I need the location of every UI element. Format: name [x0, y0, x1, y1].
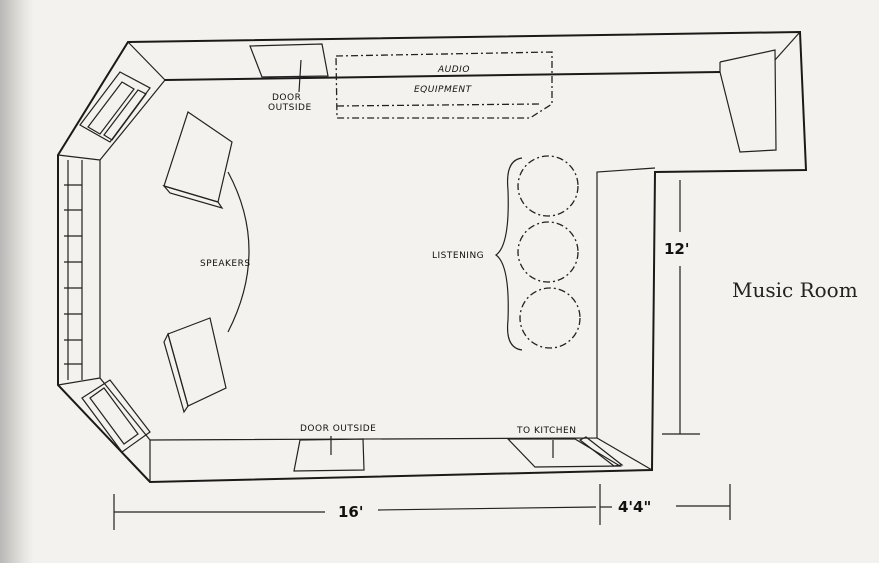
inner-wall — [164, 71, 721, 81]
door-bottom-label: DOOR OUTSIDE — [300, 424, 376, 434]
speaker-arc — [227, 171, 250, 333]
scan-edge — [0, 0, 34, 563]
dimension-12-label: 12' — [664, 240, 689, 258]
dimension-16-label: 16' — [338, 503, 363, 521]
dimension-12ft — [662, 180, 700, 435]
diagram-title: Music Room — [732, 278, 858, 302]
seat-3 — [519, 287, 581, 349]
listening-label: LISTENING — [432, 251, 484, 261]
window-bottom-left — [81, 379, 151, 453]
dimension-16ft — [113, 484, 601, 530]
door-top — [249, 43, 329, 78]
seat-2 — [517, 221, 579, 283]
inner-wall-left — [99, 79, 656, 441]
seat-1 — [517, 155, 579, 217]
listening-brace — [494, 157, 523, 351]
audio-label: AUDIO — [437, 65, 470, 75]
window-top-left — [79, 71, 151, 143]
speakers-label: SPEAKERS — [200, 259, 251, 269]
dimension-4-4-label: 4'4" — [618, 498, 651, 516]
to-kitchen-label: TO KITCHEN — [516, 426, 576, 436]
equipment-label: EQUIPMENT — [414, 85, 473, 95]
dimension-4ft4in — [600, 484, 731, 520]
alcove — [719, 49, 777, 153]
door-top-label-2: OUTSIDE — [268, 103, 312, 113]
audio-equipment — [335, 51, 553, 119]
door-bottom — [293, 438, 365, 472]
corner-lines — [127, 41, 166, 81]
bay-wall — [64, 160, 83, 380]
door-top-label: DOOR — [272, 93, 301, 103]
kitchen-door — [506, 438, 623, 468]
speaker-bottom — [167, 317, 227, 407]
